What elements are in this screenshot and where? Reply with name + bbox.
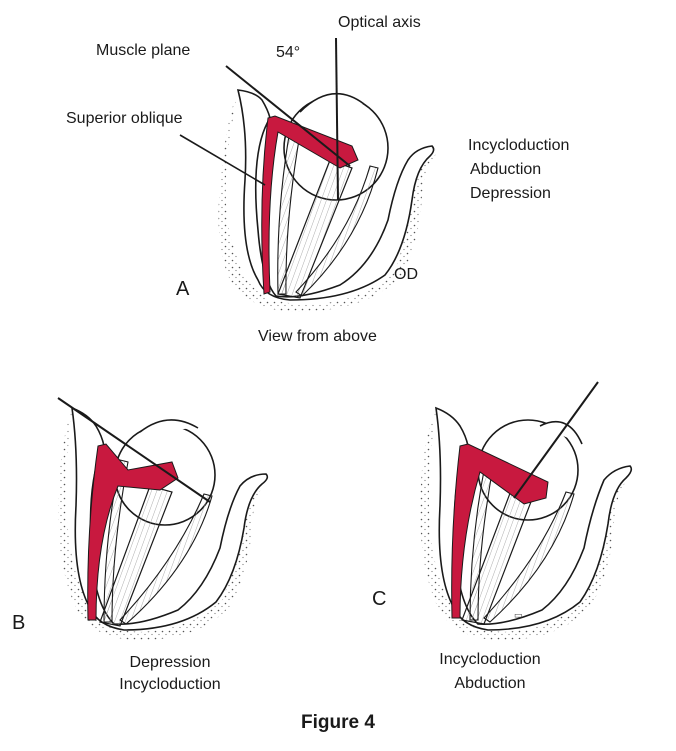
panel-c-superior-oblique-muscle	[451, 443, 549, 619]
label-angle: 54°	[276, 44, 301, 61]
panel-b-diagram	[57, 397, 269, 640]
panel-a-actions: Incycloduction Abduction Depression	[468, 134, 569, 206]
panel-c-medial-muscle	[469, 459, 495, 621]
panel-a-orbit-tissue	[218, 92, 438, 312]
panel-b-action-2: Incycloduction	[119, 676, 221, 693]
panel-c-scale-mark: ▭	[514, 610, 523, 620]
panel-c-axis-line	[513, 381, 599, 499]
panel-b-axis-line	[57, 397, 211, 503]
label-superior-oblique: Superior oblique	[66, 110, 183, 127]
panel-a-diagram	[179, 37, 438, 312]
panel-a-orbit-wall	[236, 89, 435, 301]
panel-c-lateral-muscle	[483, 491, 575, 623]
panel-a-action-2: Abduction	[470, 161, 542, 178]
panel-a-action-1: Incycloduction	[468, 137, 570, 154]
panel-b-actions: Depression Incycloduction	[70, 652, 270, 696]
figure-title: Figure 4	[301, 712, 375, 733]
panel-c-diagram: ▭	[420, 381, 633, 640]
label-muscle-plane: Muscle plane	[96, 42, 191, 59]
panel-b-medial-muscle	[103, 459, 129, 623]
label-eye-od: OD	[394, 266, 418, 283]
panel-a-superior-oblique-muscle	[261, 115, 359, 295]
panel-a-muscle-plane-line	[225, 65, 351, 167]
panel-a-cornea	[299, 92, 365, 113]
panel-a-letter: A	[176, 278, 190, 300]
panel-a-optical-axis-line	[335, 37, 339, 201]
panel-c-actions: Incycloduction Abduction	[390, 648, 590, 696]
panel-b-action-1: Depression	[129, 654, 211, 671]
panel-b-superior-oblique-muscle	[87, 443, 179, 621]
panel-a-medial-muscle	[277, 129, 301, 295]
panel-c-action-2: Abduction	[454, 675, 526, 692]
panel-a-action-3: Depression	[470, 185, 551, 202]
panel-b-lateral-muscle	[119, 493, 213, 625]
panel-a-superior-oblique-pointer	[179, 134, 266, 186]
panel-b-rectus-muscle	[99, 485, 173, 627]
panel-c-action-1: Incycloduction	[439, 651, 541, 668]
label-optical-axis: Optical axis	[338, 14, 421, 31]
panel-a-caption: View from above	[258, 328, 377, 345]
panel-c-letter: C	[372, 588, 387, 610]
panel-b-cornea	[139, 419, 199, 433]
panel-b-letter: B	[12, 612, 26, 634]
panel-a-lateral-muscle	[295, 165, 379, 297]
